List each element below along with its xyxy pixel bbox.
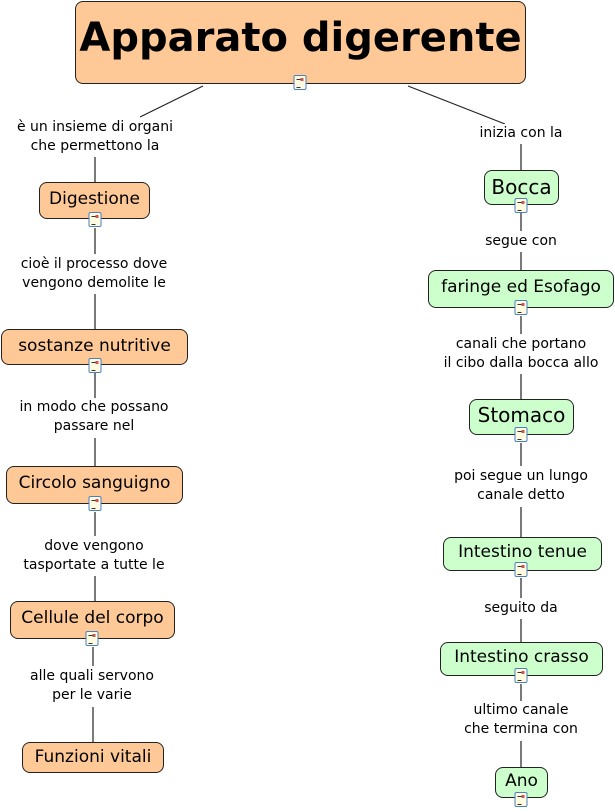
link-label[interactable]: cioè il processo dove vengono demolite le [20,255,168,293]
link-label[interactable]: seguito da [484,599,558,618]
node-label: Digestione [49,189,140,209]
resource-icon[interactable] [88,496,102,511]
node-label: Ano [505,771,538,791]
resource-icon[interactable] [514,427,528,442]
link-label-line: passare nel [53,418,135,434]
resource-icon[interactable] [85,631,99,646]
link-label[interactable]: inizia con la [479,124,563,143]
link-label-line: cioè il processo dove [20,256,168,272]
link-label-line: per le varie [52,687,132,703]
node-label: Circolo sanguigno [18,473,171,493]
resource-icon[interactable] [514,562,528,577]
resource-icon[interactable] [514,792,528,807]
node-label: Stomaco [477,403,566,427]
concept-cellule-del-corpo[interactable]: Cellule del corpo [10,601,175,639]
node-label: Funzioni vitali [34,747,152,767]
link-label-line: canale detto [477,487,565,503]
resource-icon[interactable] [514,198,528,213]
node-label: faringe ed Esofago [441,277,601,297]
link-label[interactable]: segue con [485,232,557,251]
link-label-line: inizia con la [479,125,563,141]
resource-icon[interactable] [88,212,102,227]
link-label[interactable]: alle quali servono per le varie [30,667,154,705]
node-label: Intestino crasso [454,647,589,667]
link-label[interactable]: è un insieme di organi che permettono la [16,118,174,156]
link-label-line: poi segue un lungo [454,468,588,484]
concept-intestino-tenue[interactable]: Intestino tenue [443,537,602,571]
link-label-line: dove vengono [44,538,144,554]
link-label[interactable]: dove vengono tasportate a tutte le [23,537,165,575]
link-label[interactable]: canali che portano il cibo dalla bocca al… [443,335,599,373]
resource-icon[interactable] [293,75,307,90]
link-label-line: ultimo canale [473,702,569,718]
resource-icon[interactable] [514,668,528,683]
link-label[interactable]: poi segue un lungo canale detto [454,467,588,505]
link-label-line: alle quali servono [30,668,154,684]
link-label-line: seguito da [484,600,558,616]
node-label: Cellule del corpo [21,608,164,628]
link-label[interactable]: ultimo canale che termina con [464,701,578,739]
node-label: sostanze nutritive [18,336,171,356]
concept-digestione[interactable]: Digestione [39,182,150,219]
link-label-line: che termina con [464,721,578,737]
title-text: Apparato digerente [79,15,522,61]
concept-funzioni-vitali[interactable]: Funzioni vitali [22,742,164,773]
node-label: Intestino tenue [458,542,587,562]
link-label-line: che permettono la [30,138,160,154]
resource-icon[interactable] [514,300,528,315]
resource-icon[interactable] [88,358,102,373]
link-label[interactable]: in modo che possano passare nel [19,398,169,436]
link-label-line: canali che portano [455,336,587,352]
link-label-line: tasportate a tutte le [23,557,165,573]
link-label-line: vengono demolite le [22,275,166,291]
concept-sostanze-nutritive[interactable]: sostanze nutritive [1,329,188,365]
link-label-line: segue con [485,233,557,249]
concept-title[interactable]: Apparato digerente [75,1,526,84]
link-label-line: è un insieme di organi [16,119,174,135]
link-label-line: in modo che possano [19,399,169,415]
node-label: Bocca [491,175,552,199]
link-label-line: il cibo dalla bocca allo [443,355,599,371]
